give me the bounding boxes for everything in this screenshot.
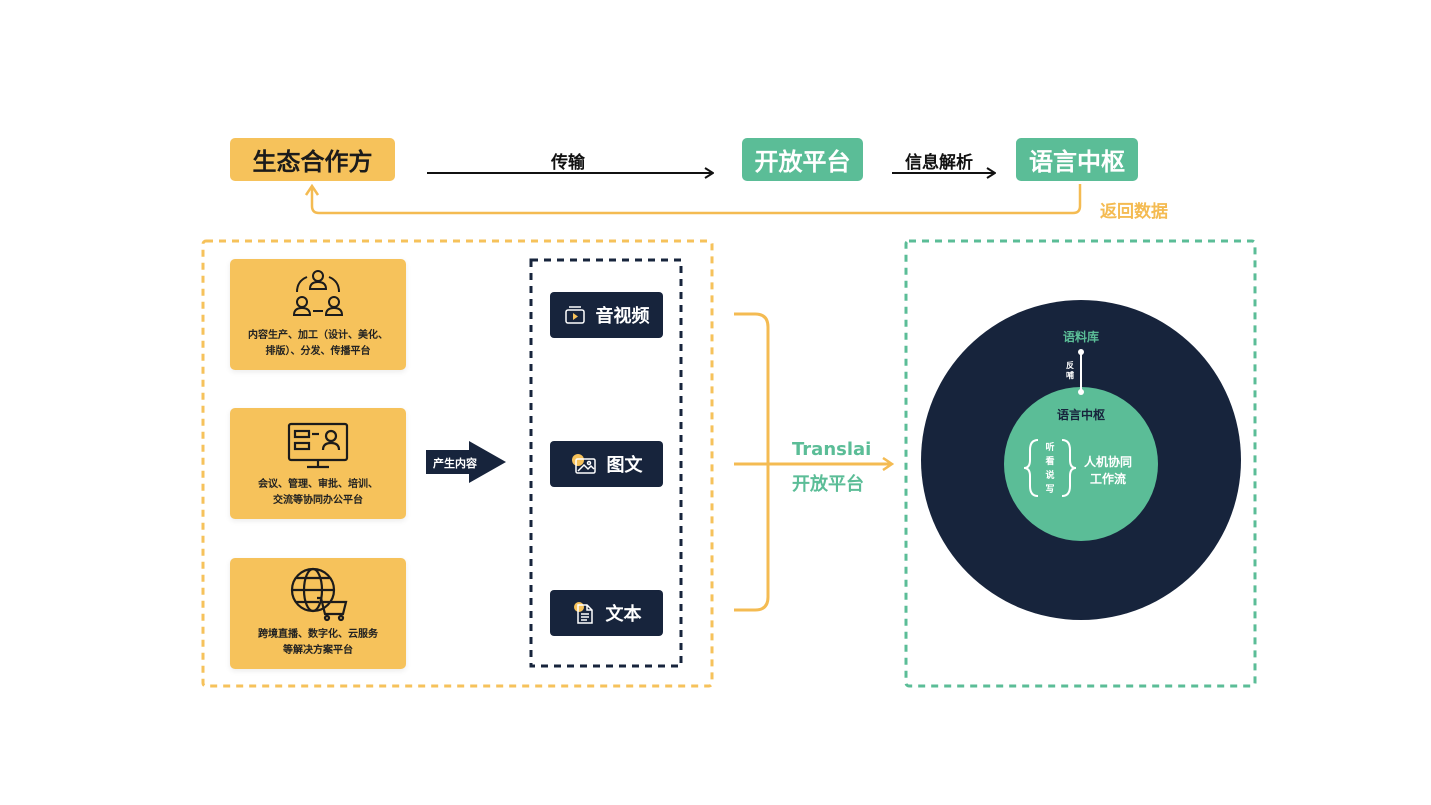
document-icon xyxy=(573,602,593,624)
sense-item: 听 xyxy=(1045,443,1055,453)
partner-card-solutions: 跨境直播、数字化、云服务 等解决方案平台 xyxy=(230,558,406,669)
return-label: 返回数据 xyxy=(1100,202,1168,222)
partner-card-office-text: 会议、管理、审批、培训、 交流等协同办公平台 xyxy=(230,477,406,509)
produce-arrow-label: 产生内容 xyxy=(433,457,477,470)
open-platform-node: 开放平台 xyxy=(742,138,863,181)
partner-card-office: 会议、管理、审批、培训、 交流等协同办公平台 xyxy=(230,408,406,519)
language-hub-node: 语言中枢 xyxy=(1016,138,1138,181)
media-video: 音视频 xyxy=(550,292,663,338)
media-text: 文本 xyxy=(550,590,663,636)
parse-label: 信息解析 xyxy=(905,153,973,173)
feedback-label-text: 反哺 xyxy=(1066,361,1074,380)
card-text-line: 跨境直播、数字化、云服务 xyxy=(258,629,378,640)
transmit-label: 传输 xyxy=(551,153,585,173)
partner-card-solutions-text: 跨境直播、数字化、云服务 等解决方案平台 xyxy=(230,627,406,659)
image-icon xyxy=(571,454,596,474)
sense-item: 说 xyxy=(1045,471,1055,481)
media-label: 文本 xyxy=(605,604,642,625)
senses-brace-right xyxy=(1061,439,1077,497)
card-text-line: 会议、管理、审批、培训、 xyxy=(258,479,378,490)
workflow-label: 人机协同 工作流 xyxy=(1076,454,1140,488)
feedback-label: 反哺 xyxy=(1063,361,1077,381)
return-arrow xyxy=(312,184,1082,215)
hub-label: 语言中枢 xyxy=(1056,408,1105,422)
card-text-line: 等解决方案平台 xyxy=(283,645,353,656)
team-cycle-icon xyxy=(292,270,344,316)
senses-brace-left xyxy=(1023,439,1039,497)
media-image-text: 图文 xyxy=(550,441,663,487)
monitor-user-icon xyxy=(287,422,349,469)
media-label: 音视频 xyxy=(595,306,650,327)
workflow-line: 工作流 xyxy=(1089,472,1126,486)
card-text-line: 内容生产、加工（设计、美化、 xyxy=(248,330,388,341)
feedback-dot-bottom xyxy=(1078,389,1084,395)
media-group-box xyxy=(529,258,683,668)
sense-item: 看 xyxy=(1045,457,1055,467)
media-bracket xyxy=(734,312,770,612)
feedback-dot-top xyxy=(1078,349,1084,355)
hub-group-box xyxy=(904,239,1257,688)
media-label: 图文 xyxy=(606,455,643,476)
translai-subtitle: 开放平台 xyxy=(792,474,864,495)
produce-arrow xyxy=(426,441,506,483)
ecosystem-partner-node: 生态合作方 xyxy=(230,138,395,181)
sense-item: 写 xyxy=(1045,485,1055,495)
globe-cart-icon xyxy=(290,567,348,622)
corpus-label: 语料库 xyxy=(1062,330,1099,344)
senses-list: 听 看 说 写 xyxy=(1042,441,1058,497)
translai-name: Translai xyxy=(792,439,872,460)
partner-card-content-text: 内容生产、加工（设计、美化、 排版）、分发、传播平台 xyxy=(230,328,406,360)
video-icon xyxy=(564,306,585,324)
partner-group-box xyxy=(201,239,714,688)
workflow-line: 人机协同 xyxy=(1083,455,1132,469)
partner-card-content: 内容生产、加工（设计、美化、 排版）、分发、传播平台 xyxy=(230,259,406,370)
card-text-line: 交流等协同办公平台 xyxy=(273,495,363,506)
card-text-line: 排版）、分发、传播平台 xyxy=(265,346,371,357)
hub-circle xyxy=(1004,387,1158,541)
